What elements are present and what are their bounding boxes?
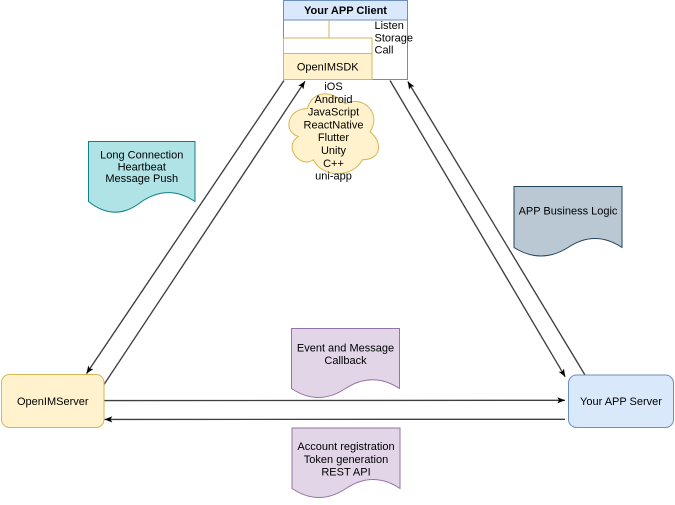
svg-text:Token generation: Token generation: [304, 454, 388, 466]
svg-text:iOS: iOS: [324, 81, 342, 93]
svg-text:Flutter: Flutter: [318, 132, 350, 144]
svg-text:REST API: REST API: [321, 467, 370, 479]
svg-text:APP Business Logic: APP Business Logic: [519, 206, 618, 218]
svg-text:Unity: Unity: [321, 145, 347, 157]
svg-text:OpenIMSDK: OpenIMSDK: [297, 62, 359, 74]
svg-text:Account registration: Account registration: [297, 441, 394, 453]
svg-text:OpenIMServer: OpenIMServer: [17, 396, 89, 408]
svg-text:Listen: Listen: [375, 20, 404, 32]
svg-text:JavaScript: JavaScript: [308, 107, 359, 119]
svg-text:uni-app: uni-app: [315, 171, 352, 183]
svg-text:Storage: Storage: [375, 32, 414, 44]
svg-text:C++: C++: [323, 158, 344, 170]
svg-text:Heartbeat: Heartbeat: [118, 161, 166, 173]
svg-text:Callback: Callback: [324, 355, 367, 367]
svg-text:ReactNative: ReactNative: [304, 119, 364, 131]
svg-text:Your APP Client: Your APP Client: [304, 5, 387, 17]
svg-text:Event and Message: Event and Message: [297, 342, 394, 354]
svg-text:Call: Call: [375, 45, 394, 57]
svg-text:Long Connection: Long Connection: [100, 149, 183, 161]
svg-text:Message Push: Message Push: [105, 173, 178, 185]
svg-text:Your APP Server: Your APP Server: [580, 396, 662, 408]
svg-text:Android: Android: [315, 94, 353, 106]
